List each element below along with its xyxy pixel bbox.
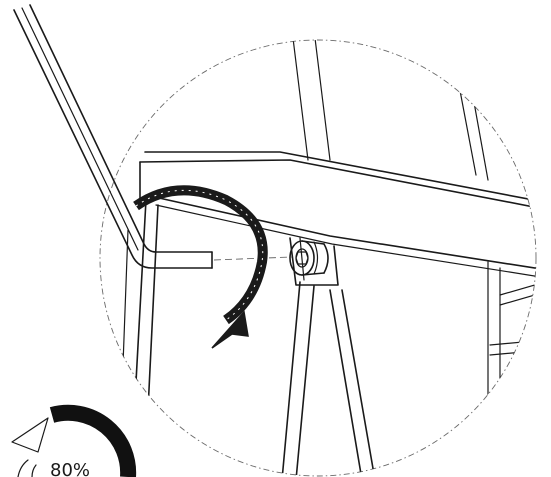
hex-key-icon: [13, 4, 213, 269]
clockwise-rotation-arrow-icon: [133, 185, 268, 349]
detail-circle: [99, 39, 537, 477]
chair-frame: [121, 40, 536, 476]
socket-cap-screw-icon: [289, 240, 329, 276]
torque-gauge-icon: [11, 404, 137, 477]
alignment-line: [213, 256, 293, 261]
torque-percent-label: 80%: [50, 460, 90, 477]
